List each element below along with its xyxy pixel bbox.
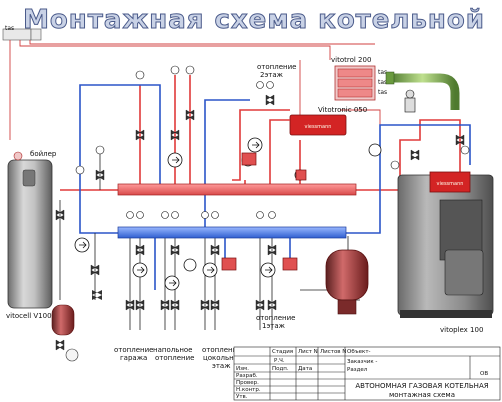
vitotrol-panel: vitotrol 200 tas tas tas (331, 56, 387, 101)
stamp-col-date: Дата (298, 366, 312, 372)
title-block (233, 346, 501, 401)
safety-group (404, 89, 416, 113)
label-floor-heating-2: отопление (155, 354, 194, 362)
stamp-stage-head: Стадия (272, 349, 293, 355)
boiler-label: бойлер (30, 150, 57, 158)
panel-row-3: tas (378, 89, 387, 96)
stamp-row-developer: Разраб. (236, 373, 258, 379)
vitoplex-label: vitoplex 100 (440, 326, 483, 334)
panel-row-1: tas (378, 69, 387, 76)
gauges (75, 65, 470, 219)
return-manifold (117, 226, 347, 239)
stamp-stage: Р.Ч. (274, 358, 285, 364)
stamp-client: Заказчик - (347, 359, 377, 365)
stamp-ov: ОВ (480, 371, 488, 377)
vitocell-label: vitocell V100 (6, 312, 52, 320)
supply-manifold (117, 183, 357, 196)
expansion-vessel (325, 236, 369, 315)
stamp-row-checker: Провер. (236, 380, 259, 386)
label-heating-basement-2: цокольный (203, 354, 244, 362)
controller-brand: viessmann (305, 124, 332, 130)
stamp-row-control: Н.контр. (236, 387, 261, 393)
vitoplex-boiler: viessmann (397, 171, 494, 318)
stamp-sheet-head: Лист N (298, 349, 318, 355)
stamp-col-change: Изм. (236, 366, 249, 372)
vitotronic-controller: Vitotronic 050 viessmann (289, 106, 367, 136)
stamp-project-name: АВТОНОМНАЯ ГАЗОВАЯ КОТЕЛЬНАЯ (355, 382, 488, 390)
label-heating-garage-1: отопление (114, 346, 153, 354)
valves (55, 94, 465, 351)
boiler-brand: viessmann (437, 181, 464, 187)
supply-pipes (60, 75, 461, 191)
label-heating-1st-floor-2: 1этаж (262, 322, 286, 330)
label-heating-garage-2: гаража (120, 354, 147, 362)
label-heating-2nd-floor-2: 2этаж (260, 71, 284, 79)
stamp-section: Раздел (347, 367, 368, 373)
label-heating-2nd-floor-1: отопление (257, 63, 296, 71)
vitocell-tank (7, 151, 53, 309)
mixing-valves (221, 152, 307, 271)
small-expansion-vessel (51, 290, 102, 362)
page-title: Монтажная схема котельной (23, 5, 485, 35)
stamp-sheets-head: Листов N (320, 349, 346, 355)
stamp-col-sign: Подп. (272, 366, 289, 372)
vitotrol-label: vitotrol 200 (331, 56, 371, 64)
label-floor-heating-1: напольное (153, 346, 193, 354)
top-left-tag: tas (2, 25, 42, 41)
flue-pipe (385, 71, 460, 110)
label-heating-1st-floor-1: отопление (256, 314, 295, 322)
label-heating-basement-1: отопление (202, 346, 241, 354)
label-heating-basement-3: этаж (212, 362, 231, 370)
panel-row-2: tas (378, 79, 387, 86)
branch-pipes (59, 150, 360, 330)
vitotronic-label: Vitotronic 050 (318, 106, 367, 114)
top-left-tag-text: tas (5, 25, 14, 32)
stamp-scheme: монтажная схема (389, 391, 455, 399)
stamp-object: Объект- (347, 349, 371, 355)
stamp-row-approved: Утв. (236, 394, 248, 400)
